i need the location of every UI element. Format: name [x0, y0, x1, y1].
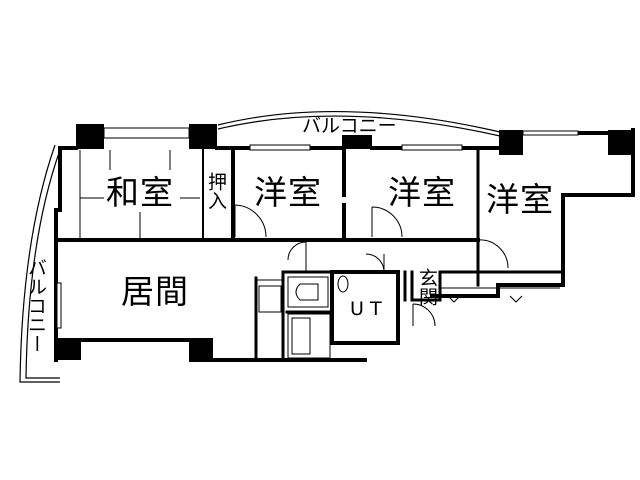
room-label-ima: 居間 [121, 272, 189, 311]
room-label-yoshitsu-3: 洋室 [486, 180, 554, 219]
balcony-label-left: バルコニー [25, 258, 47, 353]
balcony-top-rail [217, 111, 501, 133]
room-label-genkan: 玄関 [416, 268, 438, 306]
room-label-oshiire: 押入 [205, 172, 227, 210]
room-label-yoshitsu-2: 洋室 [388, 173, 456, 212]
room-label-washitsu: 和室 [106, 173, 174, 212]
balcony-left-rail [19, 144, 60, 383]
balcony-label-top: バルコニー [302, 115, 397, 137]
room-label-ut: U T [350, 298, 382, 320]
room-label-yoshitsu-1: 洋室 [254, 173, 322, 212]
